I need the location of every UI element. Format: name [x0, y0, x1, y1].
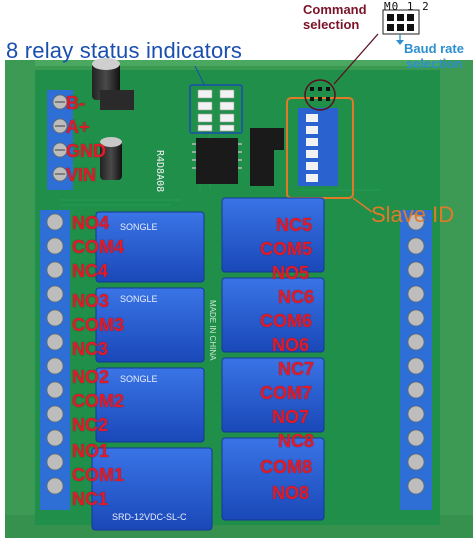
left-terminal-label: NC2	[72, 415, 109, 435]
left-terminal-label: COM4	[72, 237, 125, 257]
left-terminal-label: COM2	[72, 391, 125, 411]
right-terminal-label: COM5	[260, 239, 313, 259]
right-terminal-label: NC8	[278, 431, 315, 451]
right-terminal-label: NC7	[278, 359, 315, 379]
right-terminal-label: NO5	[272, 263, 310, 283]
ic-chips: R4D8A08	[154, 128, 284, 192]
dip-switch	[286, 97, 354, 199]
right-terminal-label: NO8	[272, 483, 310, 503]
right-terminal-label: COM7	[260, 383, 313, 403]
right-terminal-label: NC6	[278, 287, 315, 307]
left-terminal-label: NO4	[72, 213, 110, 233]
right-terminal-label: NO7	[272, 407, 310, 427]
status-led-array	[189, 84, 243, 134]
relays-left	[91, 211, 213, 531]
left-terminal-label: NO1	[72, 441, 110, 461]
slave-id-callout-line	[352, 197, 373, 213]
right-terminal-label: COM8	[260, 457, 313, 477]
power-label-a-plus: A+	[66, 117, 90, 137]
baud-rate-selection-label: Baud rate selection	[404, 41, 464, 71]
left-terminal-label: COM3	[72, 315, 125, 335]
left-terminal-label: COM1	[72, 465, 125, 485]
right-terminal-label: COM6	[260, 311, 313, 331]
relay-brand-3: SONGLE	[120, 374, 158, 384]
power-label-vin: VIN	[66, 165, 97, 185]
command-selection-label: Command selection	[303, 2, 367, 32]
power-label-gnd: GND	[66, 141, 106, 161]
relay-model-1: SRD-12VDC-SL-C	[112, 512, 187, 522]
relay-brand-2: SONGLE	[120, 294, 158, 304]
power-terminal-block	[47, 90, 73, 190]
capacitors	[92, 58, 134, 180]
left-terminal-label: NC4	[72, 261, 109, 281]
left-terminal-strip	[40, 210, 70, 510]
relays-right	[221, 197, 325, 521]
made-in-silk: MADE IN CHINA	[208, 300, 217, 361]
left-terminal-label: NC1	[72, 489, 109, 509]
board-model-silk: R4D8A08	[154, 150, 165, 192]
left-terminal-label: NC3	[72, 339, 109, 359]
right-terminal-label: NO6	[272, 335, 310, 355]
left-terminal-label: NO2	[72, 367, 110, 387]
power-label-b-minus: B-	[66, 93, 85, 113]
left-terminal-label: NO3	[72, 291, 110, 311]
jumper-pin-label: M0 1 2	[384, 0, 430, 13]
relay-brand-1: SONGLE	[120, 222, 158, 232]
right-terminal-label: NC5	[276, 215, 313, 235]
indicators-callout: 8 relay status indicators	[6, 38, 243, 63]
jumper-header	[304, 33, 379, 111]
indicator-callout-line	[194, 65, 206, 87]
slave-id-label: Slave ID	[371, 202, 455, 227]
right-terminal-strip	[400, 210, 432, 510]
jumper-pin-diagram	[382, 9, 420, 45]
